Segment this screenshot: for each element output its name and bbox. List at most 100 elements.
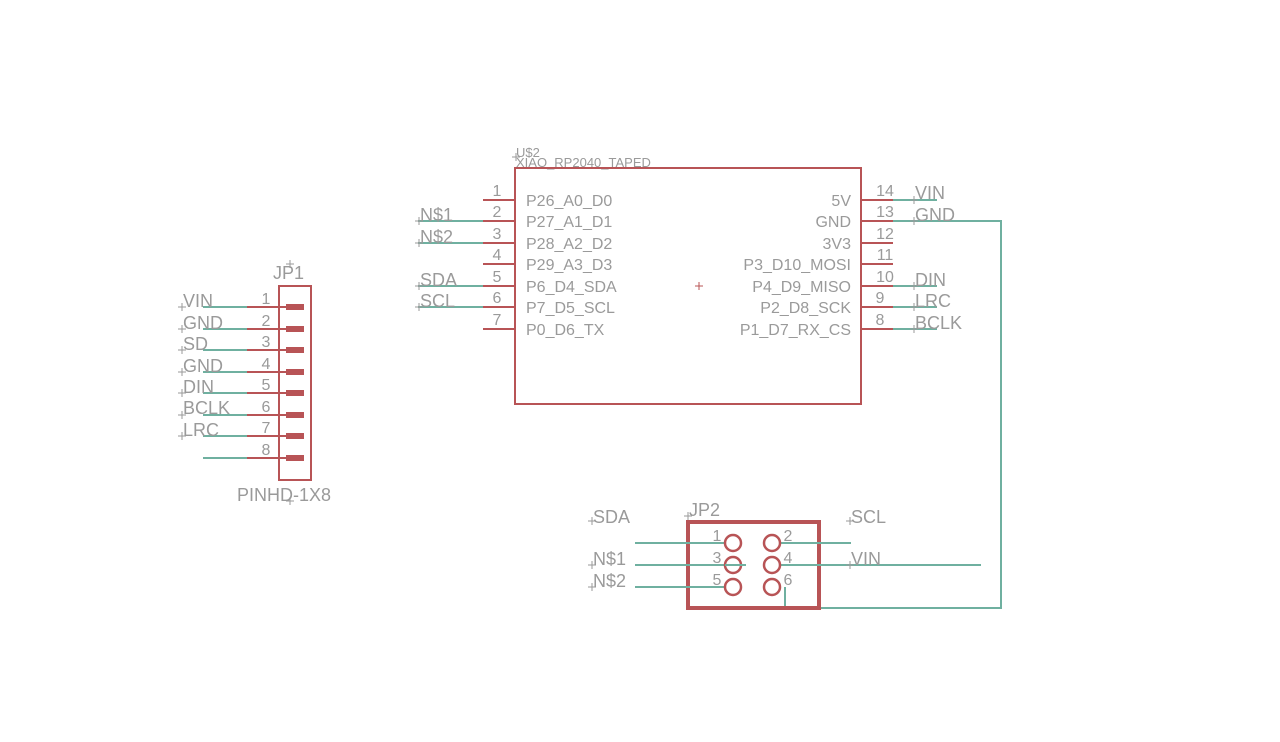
jp2-pin-1[interactable]: 1 SDA [588, 507, 743, 553]
jp2-name: JP2 [689, 500, 720, 520]
pin-number: 2 [784, 528, 793, 545]
pin-number: 6 [262, 399, 271, 416]
pin-number: 12 [876, 226, 894, 243]
jp1-pin-4[interactable]: 4 GND [178, 356, 304, 376]
jp2-pin-2[interactable]: 2 SCL [762, 507, 886, 553]
pin-name: P29_A3_D3 [526, 257, 612, 274]
pin-number: 1 [493, 183, 502, 200]
pin-name: P26_A0_D0 [526, 193, 612, 210]
u2-pin-7[interactable]: 7 P0_D6_TX [483, 312, 605, 339]
pin-number: 4 [784, 550, 793, 567]
jp1-pin-2[interactable]: 2 GND [178, 313, 304, 333]
u2-right-pins: 14 5V 13 GND 12 3V3 11 P3_D10_MOSI 10 [740, 183, 894, 339]
pin-number: 10 [876, 269, 894, 286]
u2-pin-6[interactable]: 6 P7_D5_SCL [483, 290, 615, 317]
pin-number: 14 [876, 183, 894, 200]
pin-number: 5 [713, 572, 722, 589]
net-label: SCL [851, 507, 886, 527]
pin-number: 2 [493, 204, 502, 221]
pin-number: 8 [262, 442, 271, 459]
net-label: SD [183, 334, 208, 354]
u2-pin-13[interactable]: 13 GND [815, 204, 894, 231]
net-label: SDA [593, 507, 630, 527]
net-label: N$1 [593, 549, 626, 569]
u2-name: U$2 [516, 145, 540, 160]
u2-pin-12[interactable]: 12 3V3 [823, 226, 894, 253]
u2-pin-1[interactable]: 1 P26_A0_D0 [483, 183, 612, 210]
jp1-pin-3[interactable]: 3 SD [178, 334, 304, 354]
net-vin-u2[interactable]: VIN [893, 183, 945, 204]
net-n2-u2[interactable]: N$2 [415, 227, 483, 247]
pin-number: 7 [493, 312, 502, 329]
net-bclk-u2[interactable]: BCLK [893, 313, 962, 333]
net-din-u2[interactable]: DIN [893, 270, 946, 290]
pin-number: 6 [493, 290, 502, 307]
u2-pin-4[interactable]: 4 P29_A3_D3 [483, 247, 612, 274]
net-scl-u2[interactable]: SCL [415, 291, 483, 311]
pin-name: P28_A2_D2 [526, 236, 612, 253]
pin-number: 13 [876, 204, 894, 221]
part-jp2[interactable]: JP2 1 SDA 3 N$1 5 N$2 [588, 500, 981, 610]
u2-pin-2[interactable]: 2 P27_A1_D1 [483, 204, 612, 231]
jp1-pin-1[interactable]: 1 VIN [178, 291, 304, 311]
pin-name: P6_D4_SDA [526, 279, 617, 296]
jp1-value: PINHD-1X8 [237, 485, 331, 505]
u2-value: XIAO_RP2040_TAPED [516, 155, 651, 170]
net-label: N$1 [420, 205, 453, 225]
pin-number: 4 [262, 356, 271, 373]
jp1-pin-7[interactable]: 7 LRC [178, 420, 304, 440]
jp1-name: JP1 [273, 263, 304, 283]
u2-pin-11[interactable]: 11 P3_D10_MOSI [743, 247, 893, 274]
pin-name: GND [815, 214, 851, 231]
jp2-pin-4[interactable]: 4 VIN [762, 549, 981, 575]
net-label: DIN [183, 377, 214, 397]
net-n1-u2[interactable]: N$1 [415, 205, 483, 225]
part-jp1[interactable]: JP1 PINHD-1X8 1 VIN 2 GND 3 SD [178, 260, 331, 505]
pin-number: 2 [262, 313, 271, 330]
jp1-pin-8[interactable]: 8 [203, 442, 304, 461]
net-label: LRC [183, 420, 219, 440]
net-sda-u2[interactable]: SDA [415, 270, 483, 290]
u2-pin-9[interactable]: 9 P2_D8_SCK [760, 290, 893, 317]
net-label: BCLK [915, 313, 962, 333]
pin-number: 4 [493, 247, 502, 264]
u2-pin-3[interactable]: 3 P28_A2_D2 [483, 226, 612, 253]
pin-number: 1 [262, 291, 271, 308]
pin-name: 3V3 [823, 236, 852, 253]
jp2-pin-5[interactable]: 5 N$2 [588, 571, 743, 597]
pin-number: 5 [262, 377, 271, 394]
pin-name: P1_D7_RX_CS [740, 322, 851, 339]
net-label: GND [183, 313, 223, 333]
u2-pin-10[interactable]: 10 P4_D9_MISO [752, 269, 894, 296]
pin-name: P7_D5_SCL [526, 300, 615, 317]
u2-pin-8[interactable]: 8 P1_D7_RX_CS [740, 312, 893, 339]
pin-name: P27_A1_D1 [526, 214, 612, 231]
pin-number: 7 [262, 420, 271, 437]
net-label: N$2 [593, 571, 626, 591]
pin-number: 9 [876, 290, 885, 307]
u2-left-pins: 1 P26_A0_D0 2 P27_A1_D1 3 P28_A2_D2 4 P2… [483, 183, 617, 339]
u2-pin-14[interactable]: 14 5V [831, 183, 894, 210]
jp1-pin-6[interactable]: 6 BCLK [178, 398, 304, 419]
net-lrc-u2[interactable]: LRC [893, 291, 951, 311]
net-label: VIN [183, 291, 213, 311]
net-label: DIN [915, 270, 946, 290]
u2-left-nets: N$1 N$2 SDA SCL [415, 205, 483, 311]
pin-name: 5V [831, 193, 851, 210]
pin-name: P2_D8_SCK [760, 300, 851, 317]
pin-number: 6 [784, 572, 793, 589]
part-u2[interactable]: U$2 XIAO_RP2040_TAPED 1 P26_A0_D0 2 P27_… [483, 145, 894, 405]
jp2-pin-3[interactable]: 3 N$1 [588, 549, 746, 575]
net-label: VIN [851, 549, 881, 569]
pin-number: 11 [877, 247, 894, 264]
net-label: BCLK [183, 398, 230, 418]
net-label: GND [183, 356, 223, 376]
net-label: SDA [420, 270, 457, 290]
net-gnd-u2[interactable]: GND [784, 205, 1002, 609]
jp2-pin-6[interactable]: 6 [762, 572, 793, 597]
u2-pin-5[interactable]: 5 P6_D4_SDA [483, 269, 617, 296]
pin-number: 1 [713, 528, 722, 545]
jp1-pin-5[interactable]: 5 DIN [178, 377, 304, 397]
net-label: SCL [420, 291, 455, 311]
